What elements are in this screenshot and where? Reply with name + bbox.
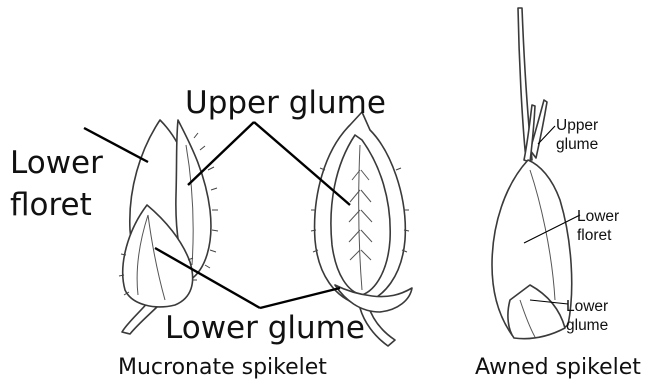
mucronate-spikelet-left-drawing bbox=[119, 120, 218, 334]
label-lower-glume-right-line2: glume bbox=[566, 317, 608, 334]
label-lower-glume-right-line1: Lower bbox=[566, 298, 608, 315]
label-lower-glume-left: Lower glume bbox=[165, 313, 365, 344]
label-upper-glume-right: Upper glume bbox=[556, 117, 598, 154]
label-lower-floret-right: Lower floret bbox=[577, 208, 619, 245]
label-upper-glume-left: Upper glume bbox=[185, 88, 386, 119]
label-lower-glume-right: Lower glume bbox=[566, 298, 608, 335]
label-upper-glume-right-line1: Upper bbox=[556, 117, 598, 134]
caption-mucronate-spikelet: Mucronate spikelet bbox=[118, 357, 327, 379]
label-upper-glume-right-line2: glume bbox=[556, 136, 598, 153]
leader-lower-glume-left-b bbox=[260, 288, 340, 308]
label-lower-floret-left-line2: floret bbox=[10, 190, 92, 221]
caption-awned-spikelet: Awned spikelet bbox=[475, 357, 641, 379]
awned-spikelet-drawing bbox=[492, 8, 572, 339]
label-lower-floret-right-line1: Lower bbox=[577, 208, 619, 225]
label-lower-floret-left-line1: Lower bbox=[10, 148, 103, 179]
label-lower-floret-right-line2: floret bbox=[577, 227, 611, 244]
leader-upper-glume-left-a bbox=[188, 122, 254, 185]
